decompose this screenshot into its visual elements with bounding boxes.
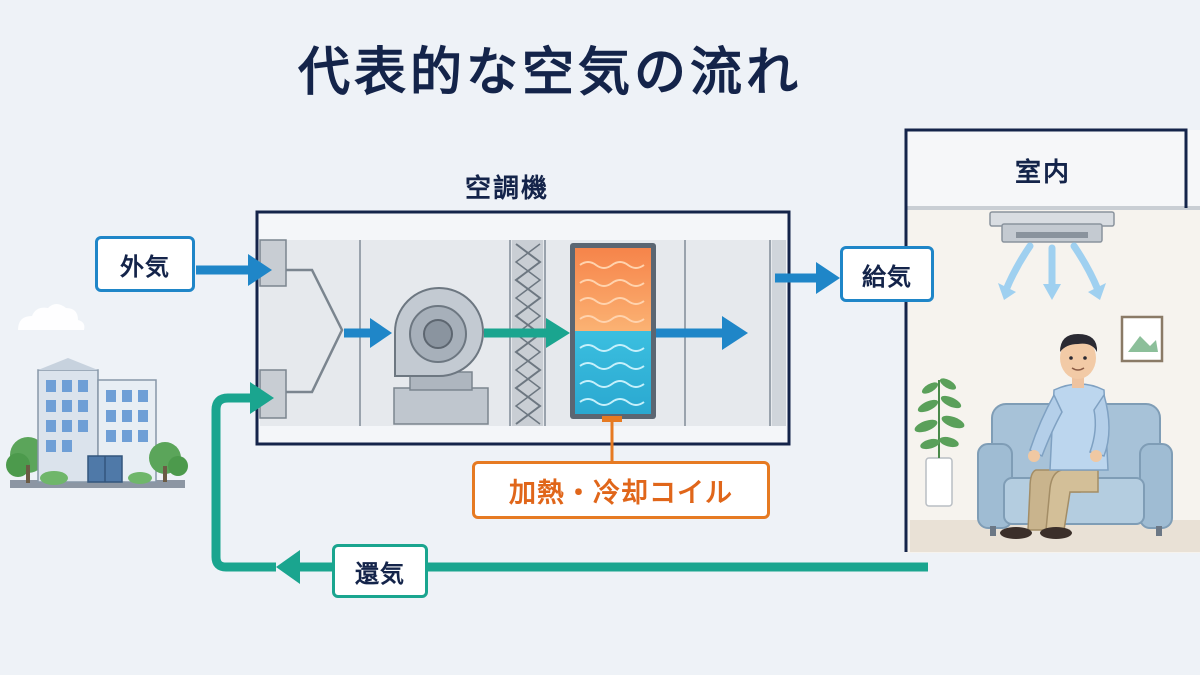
outside-air-label: 外気 <box>95 236 195 292</box>
building-icon <box>6 304 188 488</box>
air-handling-unit <box>255 210 791 446</box>
room-label: 室内 <box>1015 158 1072 188</box>
coil-label: 加熱・冷却コイル <box>472 461 770 519</box>
page-title: 代表的な空気の流れ <box>297 43 802 103</box>
internal-airflow-arrows <box>344 316 748 350</box>
unit-label: 空調機 <box>465 174 550 204</box>
return-air-label: 還気 <box>332 544 428 598</box>
picture-frame-icon <box>1120 315 1164 363</box>
outside-air-arrow <box>196 254 272 286</box>
fan-icon <box>393 287 489 425</box>
supply-air-label: 給気 <box>840 246 934 302</box>
person-icon <box>1000 334 1110 539</box>
air-conditioner-icon <box>989 211 1115 300</box>
mixing-chamber <box>259 239 344 419</box>
plant-icon <box>914 378 965 507</box>
coil-icon <box>570 243 656 422</box>
